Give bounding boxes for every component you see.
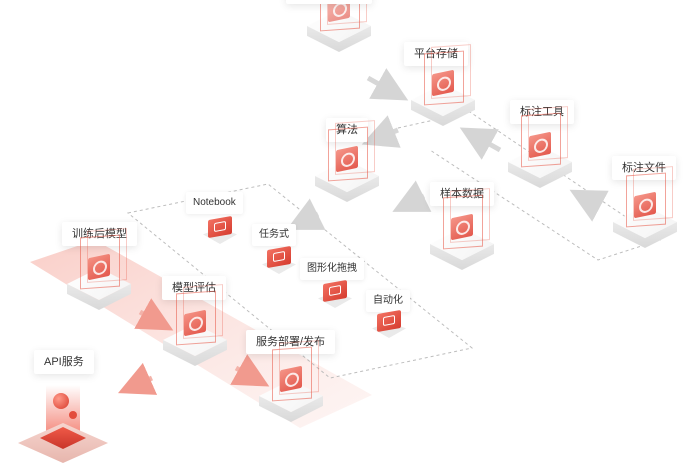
notebook-card-icon: [203, 215, 237, 244]
evaluation-cube-icon: [184, 309, 206, 337]
deploy-cube-icon: [280, 365, 302, 393]
drag-card-icon: [318, 279, 352, 308]
label-task: 任务式: [252, 224, 296, 246]
top-label-cutoff: [286, 0, 372, 4]
label-api: API服务: [34, 350, 94, 374]
arrow-storage-to-algo: [361, 115, 401, 148]
block-annotation-file: [610, 172, 680, 248]
label-notebook: Notebook: [186, 192, 243, 214]
arrow-model-to-eval: [134, 298, 174, 331]
sample-data-cube-icon: [451, 213, 473, 241]
label-automation: 自动化: [366, 290, 410, 312]
arrow-to-api: [118, 362, 158, 395]
algorithm-cube-icon: [336, 145, 358, 173]
task-card-icon: [262, 245, 296, 274]
file-cube-icon: [634, 191, 656, 219]
model-cube-icon: [88, 253, 110, 281]
block-evaluation: [160, 290, 230, 366]
block-algorithm: [312, 126, 382, 202]
label-graphic-drag: 图形化拖拽: [300, 258, 364, 280]
block-annotation-tool: [505, 112, 575, 188]
database-cube-icon: [432, 69, 454, 97]
arrow-sample-to-notebook: [392, 180, 432, 212]
block-deploy: [256, 346, 326, 422]
arrow-top-to-storage: [366, 68, 409, 101]
arrow-tool-to-storage: [459, 127, 502, 160]
top-cube-block: [304, 0, 374, 52]
arrow-eval-to-deploy: [230, 354, 270, 387]
block-trained-model: [64, 234, 134, 310]
block-storage: [408, 50, 478, 126]
block-sample-data: [427, 194, 497, 270]
arrow-algo-to-notebook: [286, 198, 326, 230]
notebook-panel-outline: [126, 183, 474, 379]
annotation-tool-cube-icon: [529, 131, 551, 159]
automation-card-icon: [372, 309, 406, 338]
arrow-file-to-tool: [569, 189, 609, 222]
api-glow-icon: [18, 385, 108, 465]
